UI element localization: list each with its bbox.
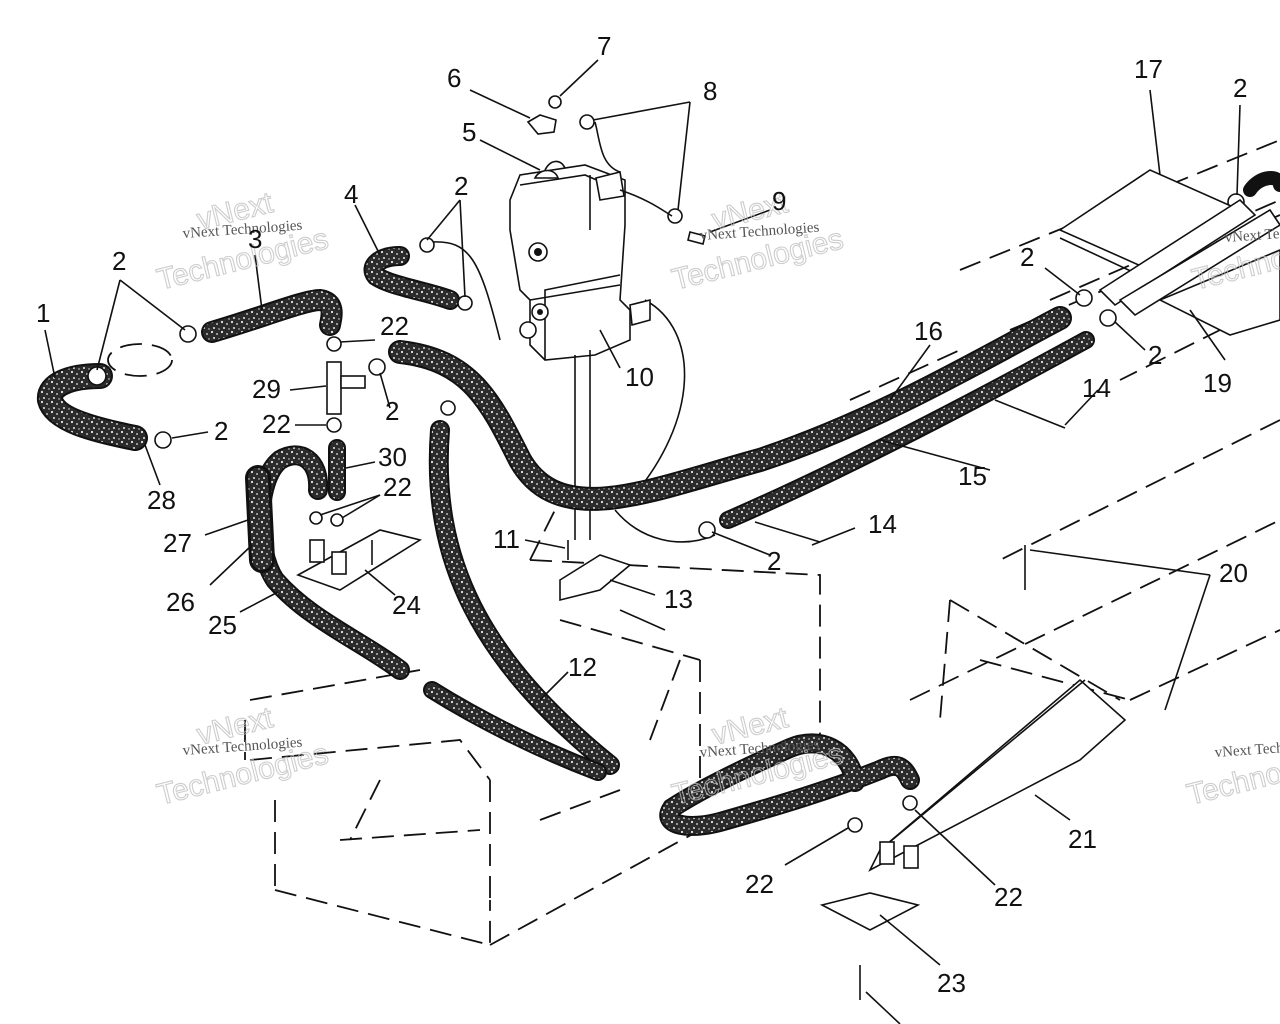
callout-2: 2	[1020, 242, 1034, 272]
clamp-2	[440, 400, 456, 416]
callout-2: 2	[112, 246, 126, 276]
callout-22: 22	[380, 311, 409, 341]
clamp-2	[368, 358, 386, 376]
clamp-22	[902, 795, 918, 811]
leader-lines	[44, 59, 1241, 1024]
grommet-8b	[667, 208, 683, 224]
clamp-2	[698, 521, 716, 539]
clamp-2	[1075, 289, 1093, 307]
clamp-22	[847, 817, 863, 833]
hoses	[37, 241, 1095, 836]
callout-2: 2	[1148, 340, 1162, 370]
callout-labels: 1 2 2 2 2 2 2 2 2 3 4 5 6 7 8 9 10 11 12…	[36, 31, 1248, 998]
clamp-2	[154, 431, 172, 449]
callout-10: 10	[625, 362, 654, 392]
heat-exchangers	[1058, 169, 1280, 336]
hose-3	[203, 290, 341, 341]
grommet-8a	[579, 114, 595, 130]
hose-sleeve-26	[248, 468, 272, 570]
hose-16	[390, 308, 1070, 509]
hose-rear-loop	[661, 735, 918, 834]
cap-gasket-6	[526, 114, 557, 135]
hose-4	[365, 248, 458, 308]
callout-5: 5	[462, 117, 476, 147]
callout-17: 17	[1134, 54, 1163, 84]
callout-22: 22	[994, 882, 1023, 912]
cap-parts	[526, 95, 706, 245]
callout-22: 22	[745, 869, 774, 899]
callout-16: 16	[914, 316, 943, 346]
callout-27: 27	[163, 528, 192, 558]
callout-4: 4	[344, 179, 358, 209]
callout-19: 19	[1203, 368, 1232, 398]
plate-23	[819, 892, 921, 1000]
callout-28: 28	[147, 485, 176, 515]
callout-2: 2	[1233, 73, 1247, 103]
callout-2: 2	[454, 171, 468, 201]
callout-24: 24	[392, 590, 421, 620]
callout-11: 11	[493, 524, 520, 554]
callout-9: 9	[772, 186, 786, 216]
screw-9	[687, 231, 706, 245]
callout-14: 14	[1082, 373, 1111, 403]
callout-3: 3	[248, 224, 262, 254]
callout-2: 2	[214, 416, 228, 446]
callout-7: 7	[597, 31, 611, 61]
callout-23: 23	[937, 968, 966, 998]
clamp-22	[326, 417, 342, 433]
callout-8: 8	[703, 76, 717, 106]
coolant-bottle	[509, 164, 651, 540]
hose-15	[721, 333, 1093, 527]
callout-13: 13	[664, 584, 693, 614]
clamp-2	[419, 237, 435, 253]
callout-25: 25	[208, 610, 237, 640]
callout-15: 15	[958, 461, 987, 491]
clamp-22	[309, 511, 323, 525]
hose-12	[430, 422, 618, 773]
callout-30: 30	[378, 442, 407, 472]
callout-14: 14	[868, 509, 897, 539]
callout-22: 22	[262, 409, 291, 439]
clips-14	[754, 399, 1066, 543]
nut-7	[548, 95, 562, 109]
callout-21: 21	[1068, 824, 1097, 854]
callout-6: 6	[447, 63, 461, 93]
mounting-plate-21	[868, 545, 1127, 872]
bracket-13	[559, 540, 666, 631]
clamp-2	[457, 295, 473, 311]
bracket-24	[296, 529, 423, 591]
callout-1: 1	[36, 298, 50, 328]
callout-20: 20	[1219, 558, 1248, 588]
clamp-2	[1099, 309, 1117, 327]
tee-fitting-29	[326, 361, 366, 415]
clamp-22	[330, 513, 344, 527]
callout-29: 29	[252, 374, 281, 404]
callout-26: 26	[166, 587, 195, 617]
callout-12: 12	[568, 652, 597, 682]
callout-22: 22	[383, 472, 412, 502]
hidden-hose-loop	[107, 343, 173, 377]
hose-1	[39, 365, 146, 449]
hose-12-short	[425, 683, 605, 779]
callout-2: 2	[767, 546, 781, 576]
callout-2: 2	[385, 396, 399, 426]
hose-clamps	[87, 193, 1245, 833]
clamp-22	[326, 336, 342, 352]
